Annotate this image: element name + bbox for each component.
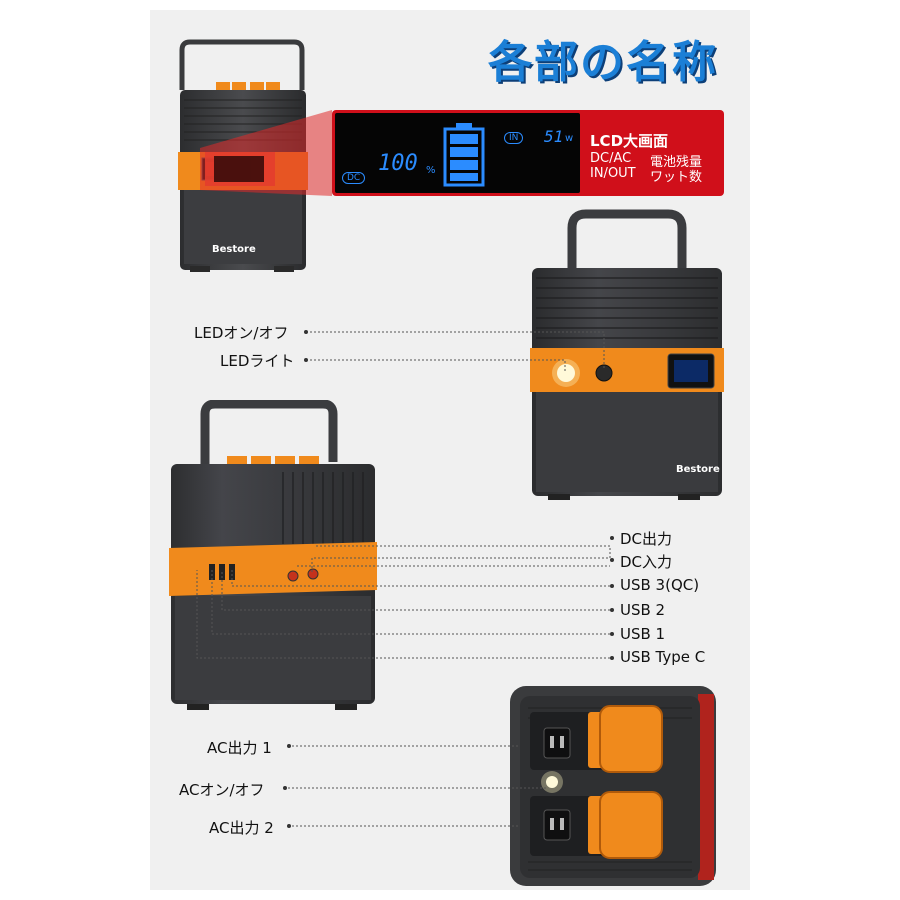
dc-badge: DC [342,172,366,184]
percent-unit: % [426,165,436,176]
lcd-desc-inout: IN/OUT [590,166,636,181]
bottom-unit-illustration [510,686,716,886]
label-led-light: LEDライト [220,352,295,370]
brand-logo-right: Bestore [676,464,720,475]
page-title: 各部の名称 [488,37,718,88]
label-ac-out2: AC出力 2 [209,819,274,837]
battery-icon [443,123,485,187]
watt-unit: w [565,133,574,144]
label-usb3: USB 3(QC) [620,576,700,594]
brand-logo-top: Bestore [212,244,256,255]
label-usb2: USB 2 [620,601,666,619]
in-badge: IN [504,132,524,144]
left-unit-illustration [169,400,377,710]
label-ac-onoff: ACオン/オフ [179,781,265,799]
lcd-desc-battery: 電池残量 [650,155,703,170]
label-dc-out: DC出力 [620,530,673,548]
lcd-title: LCD大画面 [590,132,669,150]
label-dc-in: DC入力 [620,553,673,571]
label-ac-out1: AC出力 1 [207,739,272,757]
watt-value: 51 [544,127,564,146]
lcd-desc-watts: ワット数 [650,170,703,185]
label-usb1: USB 1 [620,625,666,643]
lcd-desc-dcac: DC/AC [590,151,632,166]
battery-percent: 100 [378,151,418,176]
label-usb-type-c: USB Type C [620,648,706,666]
label-led-onoff: LEDオン/オフ [194,324,289,342]
lcd-callout-beam [200,110,332,196]
right-unit-illustration [530,209,724,500]
